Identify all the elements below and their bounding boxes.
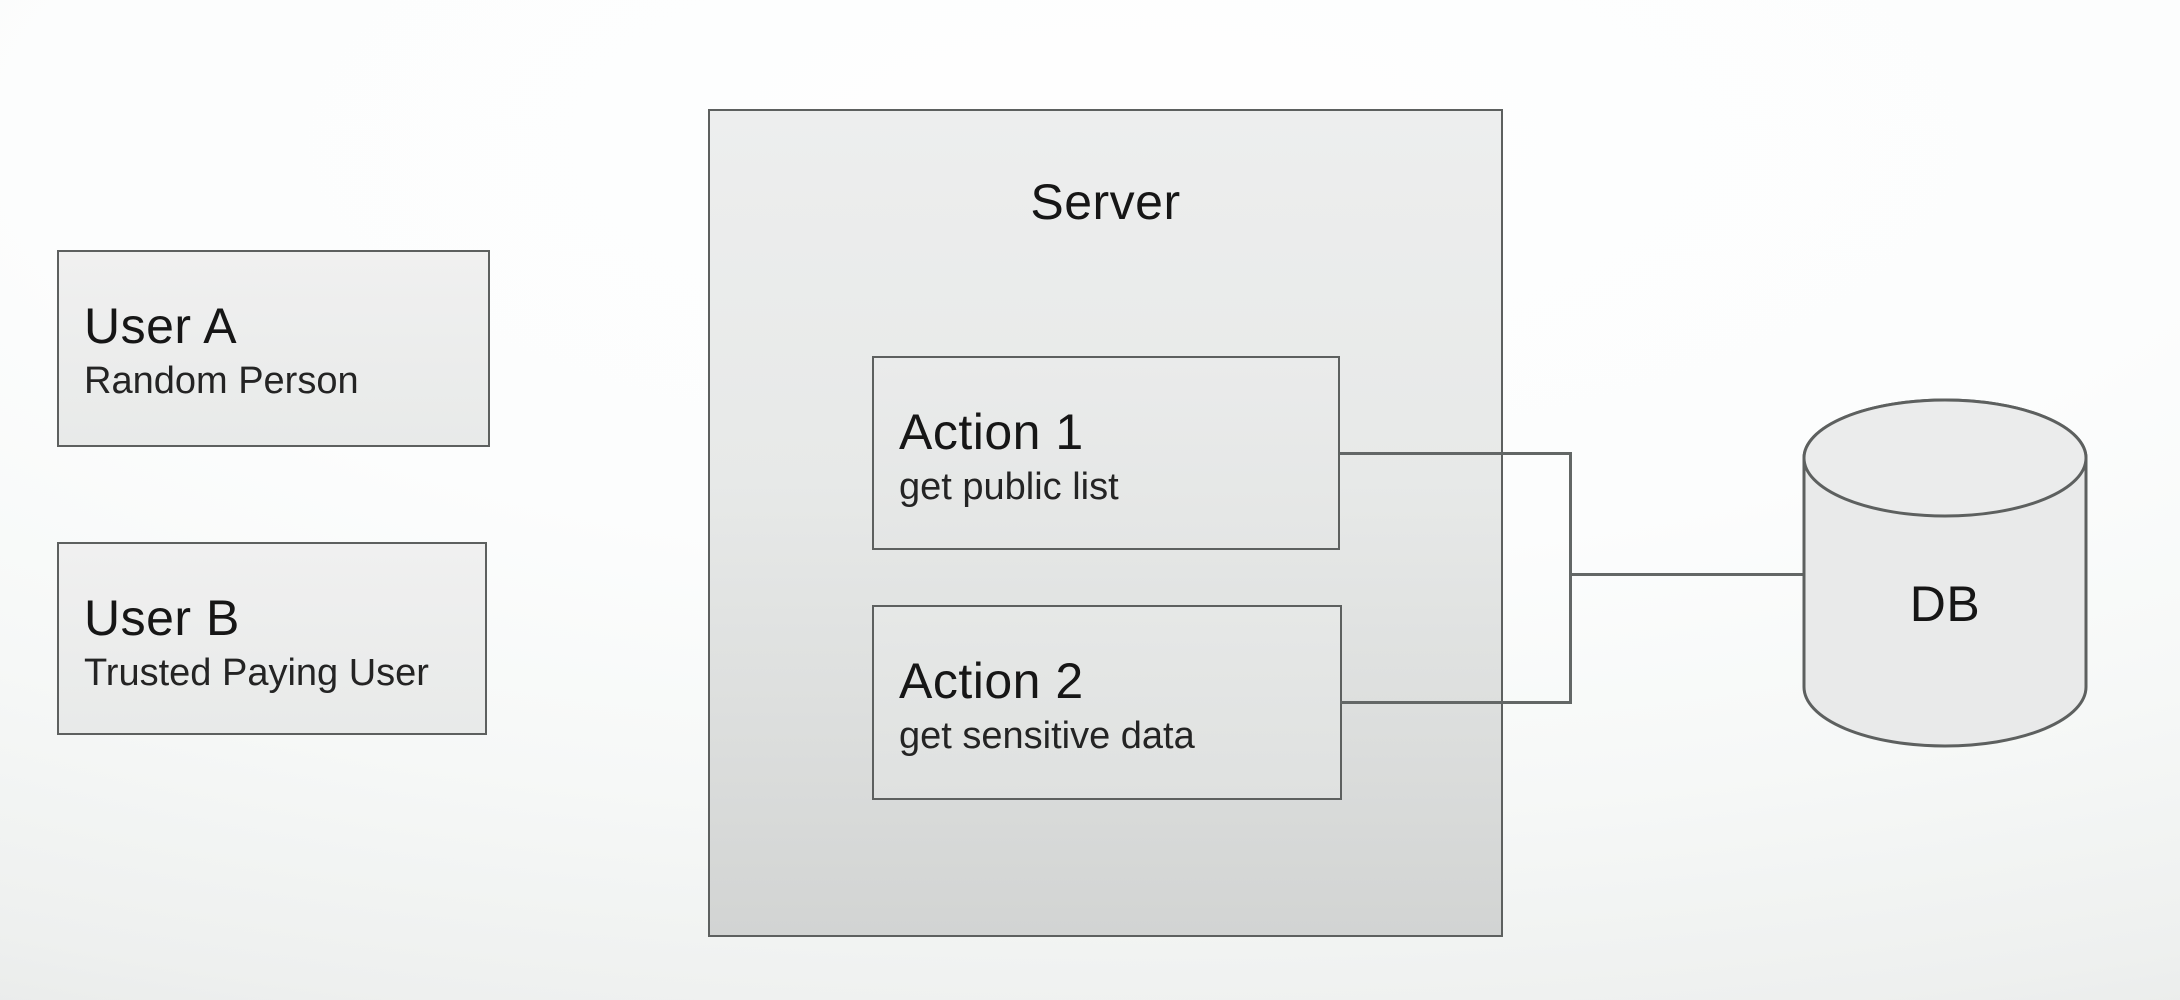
connector-action2-line bbox=[1340, 701, 1572, 704]
user-b-title: User B bbox=[84, 590, 240, 646]
action-1-box: Action 1 get public list bbox=[872, 356, 1340, 550]
user-b-subtitle: Trusted Paying User bbox=[84, 652, 429, 694]
user-b-box: User B Trusted Paying User bbox=[57, 542, 487, 735]
connector-db-line bbox=[1569, 573, 1804, 576]
user-a-box: User A Random Person bbox=[57, 250, 490, 447]
action-2-subtitle: get sensitive data bbox=[899, 715, 1195, 757]
user-a-subtitle: Random Person bbox=[84, 360, 359, 402]
bracket-vertical-line bbox=[1569, 452, 1572, 704]
db-label: DB bbox=[1909, 576, 1981, 632]
action-2-box: Action 2 get sensitive data bbox=[872, 605, 1342, 800]
action-1-subtitle: get public list bbox=[899, 466, 1119, 508]
server-title: Server bbox=[1030, 174, 1181, 230]
db-cylinder: DB bbox=[1802, 398, 2088, 748]
user-a-title: User A bbox=[84, 298, 238, 354]
action-1-title: Action 1 bbox=[899, 404, 1084, 460]
action-2-title: Action 2 bbox=[899, 653, 1084, 709]
database-cylinder-icon bbox=[1802, 398, 2088, 748]
connector-action1-line bbox=[1340, 452, 1572, 455]
